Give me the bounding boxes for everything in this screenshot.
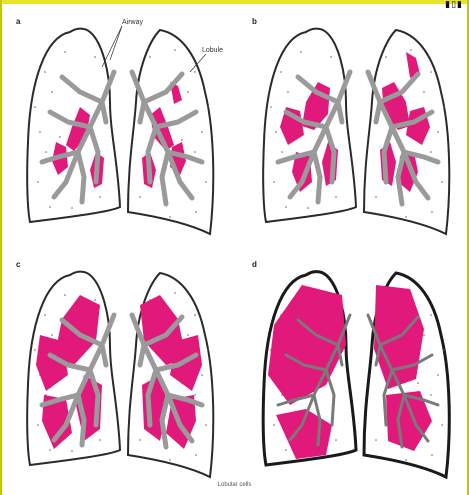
panel-c: c	[16, 260, 213, 477]
lobule-label: Lobule	[202, 47, 223, 54]
panel-d-letter: d	[252, 260, 257, 269]
top-color-band	[0, 0, 469, 4]
panel-a: a Airway Lobule	[16, 17, 223, 234]
corner-mark: ▮▯▮	[445, 0, 463, 10]
airway-label: Airway	[122, 19, 144, 26]
panel-d: d	[252, 260, 449, 477]
panel-a-letter: a	[16, 17, 21, 26]
footer-caption: Lobular cells	[0, 482, 469, 488]
panel-c-letter: c	[16, 260, 21, 269]
panel-b-letter: b	[252, 17, 257, 26]
left-border	[0, 0, 2, 495]
panel-b: b	[252, 17, 449, 234]
